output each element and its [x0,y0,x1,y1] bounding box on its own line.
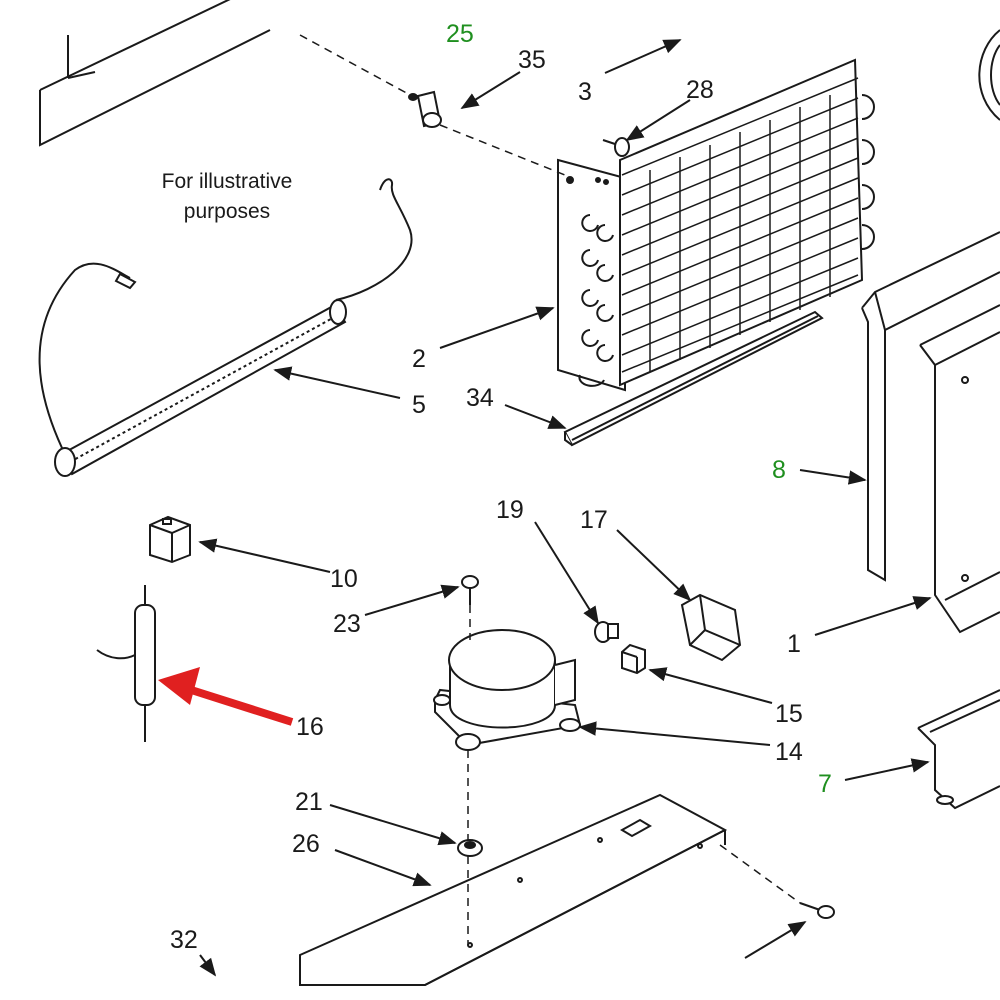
drain-pan-7 [917,689,1000,810]
callout-15: 15 [775,700,803,728]
callout-19: 19 [496,496,524,524]
assembly-lines [299,34,801,945]
callout-21: 21 [295,788,323,816]
channel-34 [563,310,824,447]
callout-34: 34 [466,384,494,412]
top-left-panel [39,0,271,147]
side-panel-8 [861,231,1000,582]
callout-labels: 25 35 3 28 2 5 34 8 10 19 17 23 1 15 16 … [170,20,832,954]
callout-2: 2 [412,345,426,373]
top-right-part [978,29,1000,121]
callout-28: 28 [686,76,714,104]
relay-15 [621,643,646,675]
callout-3: 3 [578,78,592,106]
callout-26: 26 [292,830,320,858]
highlight-arrow [158,667,294,726]
illustration-note-line2: purposes [184,200,270,223]
callout-25: 25 [446,20,474,48]
callout-35: 35 [518,46,546,74]
base-plate-26 [299,793,728,986]
callout-10: 10 [330,565,358,593]
callout-32: 32 [170,926,198,954]
callout-7: 7 [818,770,832,798]
screw-base [799,902,835,919]
heater-tube [38,178,413,477]
screw-23 [461,575,479,605]
grommet-21 [457,839,483,857]
cabinet-1 [919,304,1000,634]
callout-1: 1 [787,630,801,658]
relay-10 [149,515,191,564]
callout-8: 8 [772,456,786,484]
compressor-14 [433,629,582,751]
callout-5: 5 [412,391,426,419]
callout-23: 23 [333,610,361,638]
callout-17: 17 [580,506,608,534]
overload-19 [594,621,619,643]
condenser-coil [557,58,875,392]
spacer-35 [408,90,442,128]
leader-arrows [198,39,932,977]
cover-17 [680,593,742,662]
illustration-note-line1: For illustrative [162,170,293,193]
callout-16: 16 [296,713,324,741]
thermal-fuse-16 [96,585,156,742]
screw-28 [602,137,630,157]
callout-14: 14 [775,738,803,766]
